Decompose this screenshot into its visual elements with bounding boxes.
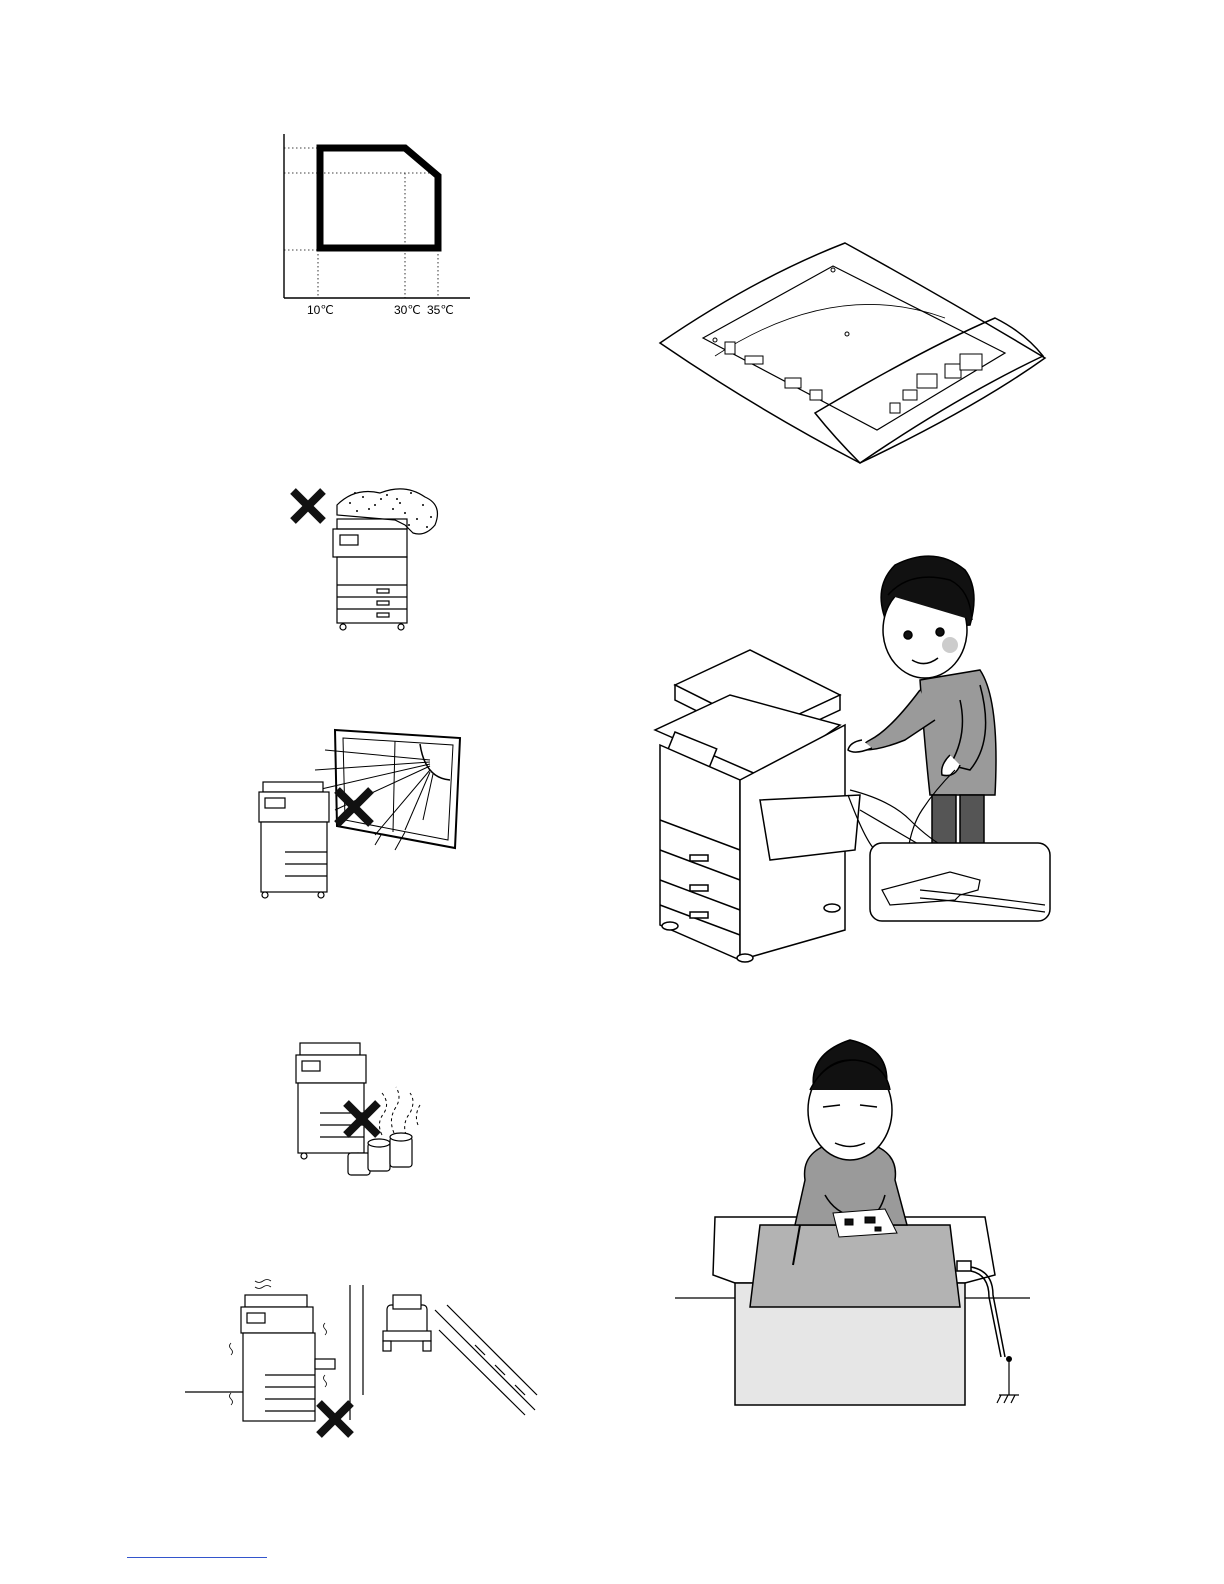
sunlight-warning — [255, 720, 470, 900]
car-icon — [383, 1295, 431, 1351]
dust-particles — [349, 492, 432, 528]
tick-label-10c: 10℃ — [307, 303, 334, 317]
pwb-antistatic-bag — [655, 238, 1050, 468]
tick-label-30c: 30℃ — [394, 303, 421, 317]
ground-symbol-icon — [997, 1359, 1019, 1403]
chart-svg — [270, 128, 480, 323]
prohibited-cross-icon — [319, 1403, 351, 1435]
footer-link-rule — [127, 1557, 267, 1558]
circuit-board — [833, 1209, 897, 1237]
wrist-strap-technician — [650, 550, 1055, 970]
copier-small — [333, 519, 407, 630]
copier-small — [259, 782, 329, 898]
operating-range-outline — [320, 148, 438, 248]
sun-rays — [315, 750, 433, 850]
vapor-lines — [379, 1087, 420, 1135]
copier-large — [655, 650, 860, 962]
workbench — [713, 1217, 995, 1405]
grounded-mat-workbench — [675, 1035, 1035, 1410]
tick-label-35c: 35℃ — [427, 303, 454, 317]
technician-figure — [848, 556, 996, 845]
volatile-warning — [290, 1035, 430, 1180]
technician-figure — [795, 1040, 907, 1227]
vibration-warning — [185, 1275, 540, 1445]
conductive-mat — [750, 1225, 960, 1307]
prohibited-cross-icon — [293, 491, 323, 521]
operating-range-chart: 10℃ 30℃ 35℃ — [270, 128, 480, 323]
dust-warning — [285, 475, 445, 635]
copier-small — [296, 1043, 366, 1159]
chart-guide-lines — [284, 148, 438, 298]
stairs-icon — [435, 1305, 537, 1415]
